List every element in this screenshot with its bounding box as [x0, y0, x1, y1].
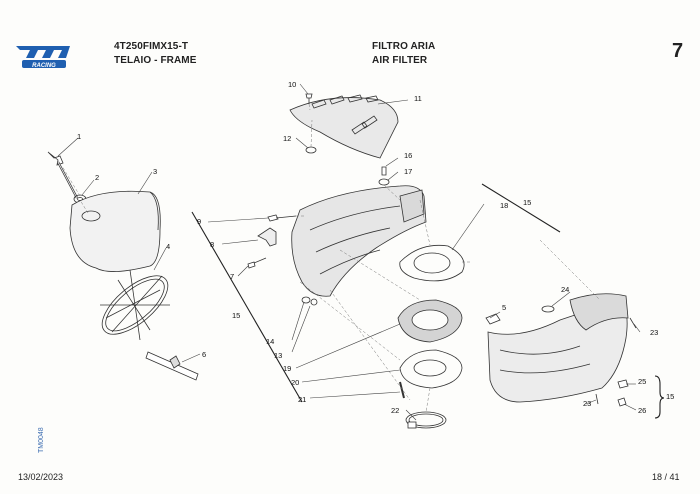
logo-sub-text: RACING: [32, 63, 56, 69]
page-number: 7: [672, 40, 684, 62]
air-filter-sponge: [69, 190, 161, 272]
callout-10: 10: [288, 80, 296, 89]
callout-26: 26: [638, 406, 646, 415]
callout-23-lower: 23: [583, 399, 591, 408]
side-panel-assembly: [487, 293, 629, 403]
callout-5: 5: [502, 303, 506, 312]
brand-logo: RACING: [14, 40, 72, 72]
callout-1: 1: [77, 132, 81, 141]
callout-21: 21: [298, 395, 306, 404]
callout-17: 17: [404, 167, 412, 176]
callout-16: 16: [404, 151, 412, 160]
section-title: TELAIO - FRAME: [114, 55, 197, 66]
callout-8: 8: [210, 240, 214, 249]
callout-6: 6: [202, 350, 206, 359]
callout-13: 13: [274, 351, 282, 360]
callout-14: 14: [266, 337, 274, 346]
callout-19: 19: [283, 364, 291, 373]
callout-9: 9: [197, 217, 201, 226]
retaining-bar: [145, 351, 199, 381]
callout-11: 11: [414, 94, 422, 103]
callout-18: 18: [500, 201, 508, 210]
hose-clamp: [405, 411, 447, 429]
callout-15-left: 15: [232, 311, 240, 320]
page-counter: 18 / 41: [652, 472, 680, 482]
callout-23-upper: 23: [650, 328, 658, 337]
callout-3: 3: [153, 167, 157, 176]
callout-12: 12: [283, 134, 291, 143]
callout-24: 24: [561, 285, 569, 294]
print-date: 13/02/2023: [18, 472, 64, 482]
group-title-en: AIR FILTER: [372, 55, 428, 66]
gasket-plate: [399, 349, 463, 389]
callout-7: 7: [230, 272, 234, 281]
model-code: 4T250FIMX15-T: [114, 41, 189, 52]
gasket-ring-upper: [399, 244, 465, 282]
callout-15-right: 15: [666, 392, 674, 401]
callout-15-top: 15: [523, 198, 531, 207]
callout-20: 20: [291, 378, 299, 387]
group-title-it: FILTRO ARIA: [372, 41, 436, 52]
filter-cage: [100, 269, 170, 341]
intake-flange: [397, 299, 463, 343]
callout-25: 25: [638, 377, 646, 386]
airbox-body: [291, 185, 427, 297]
callout-4: 4: [166, 242, 170, 251]
filter-box-cover: [289, 94, 399, 159]
callout-2: 2: [95, 173, 99, 182]
wing-bolt-part: [47, 151, 78, 199]
callout-22: 22: [391, 406, 399, 415]
